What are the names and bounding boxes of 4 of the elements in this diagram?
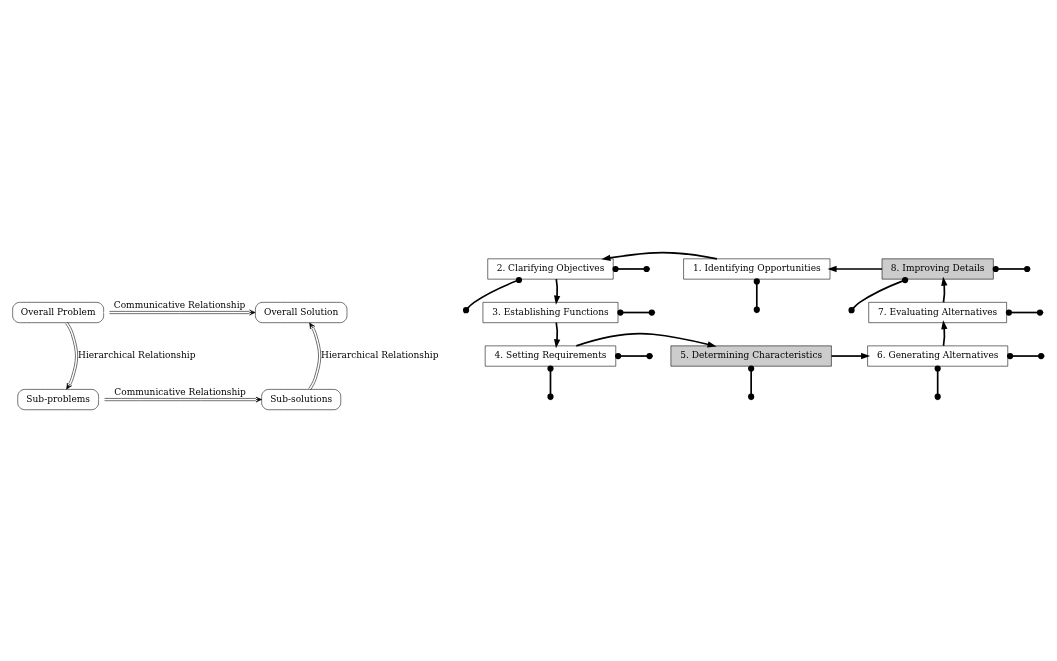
edge-label: Hierarchical Relationship <box>78 349 196 360</box>
edge-label: Communicative Relationship <box>114 386 246 397</box>
edge-label: Hierarchical Relationship <box>321 349 439 360</box>
edge-label: Communicative Relationship <box>113 299 246 310</box>
